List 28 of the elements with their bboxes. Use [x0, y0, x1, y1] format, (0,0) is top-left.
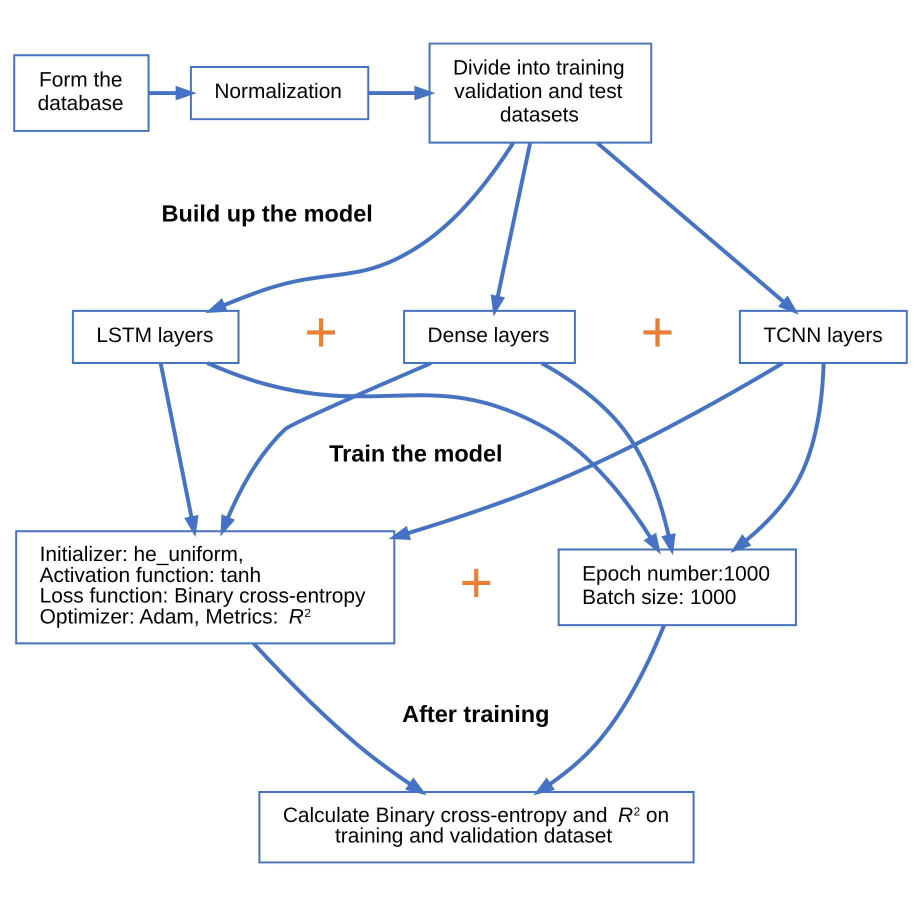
- label: Train the model: [328, 440, 502, 466]
- node-box: TCNN layers: [738, 310, 908, 364]
- arrow: [532, 624, 666, 796]
- label: After training: [402, 701, 549, 728]
- arrow: [206, 361, 660, 554]
- node-box: LSTM layers: [71, 310, 239, 364]
- arrow: [490, 142, 532, 316]
- arrow: [158, 362, 198, 537]
- arrow: [540, 361, 676, 556]
- arrow: [252, 642, 426, 796]
- node-box: Dense layers: [402, 310, 576, 364]
- node-box: Normalization: [189, 66, 369, 120]
- label: +: [459, 550, 493, 615]
- node-box: Form the database: [12, 54, 149, 132]
- node-box: Calculate Binary cross-entropy and R$^{2}$ on training and validation dataset: [258, 791, 694, 864]
- arrow: [148, 86, 196, 100]
- label: +: [640, 300, 674, 365]
- node-box: Initializer: he_uniform, Activation function: tanh Loss function: Binary cross-entropy Optimizer: Adam, Metrics: R$^{2}$: [14, 530, 395, 644]
- node-box: Epoch number:1000 Batch size: 1000: [557, 548, 796, 626]
- node-box: Divide into training validation and test datasets: [428, 42, 652, 144]
- arrow: [368, 86, 435, 100]
- label: +: [304, 300, 338, 365]
- arrow: [730, 363, 826, 553]
- label: Build up the model: [161, 200, 372, 226]
- arrow: [596, 141, 798, 315]
- arrow: [388, 362, 784, 540]
- arrow: [205, 142, 514, 313]
- arrow: [220, 361, 432, 536]
